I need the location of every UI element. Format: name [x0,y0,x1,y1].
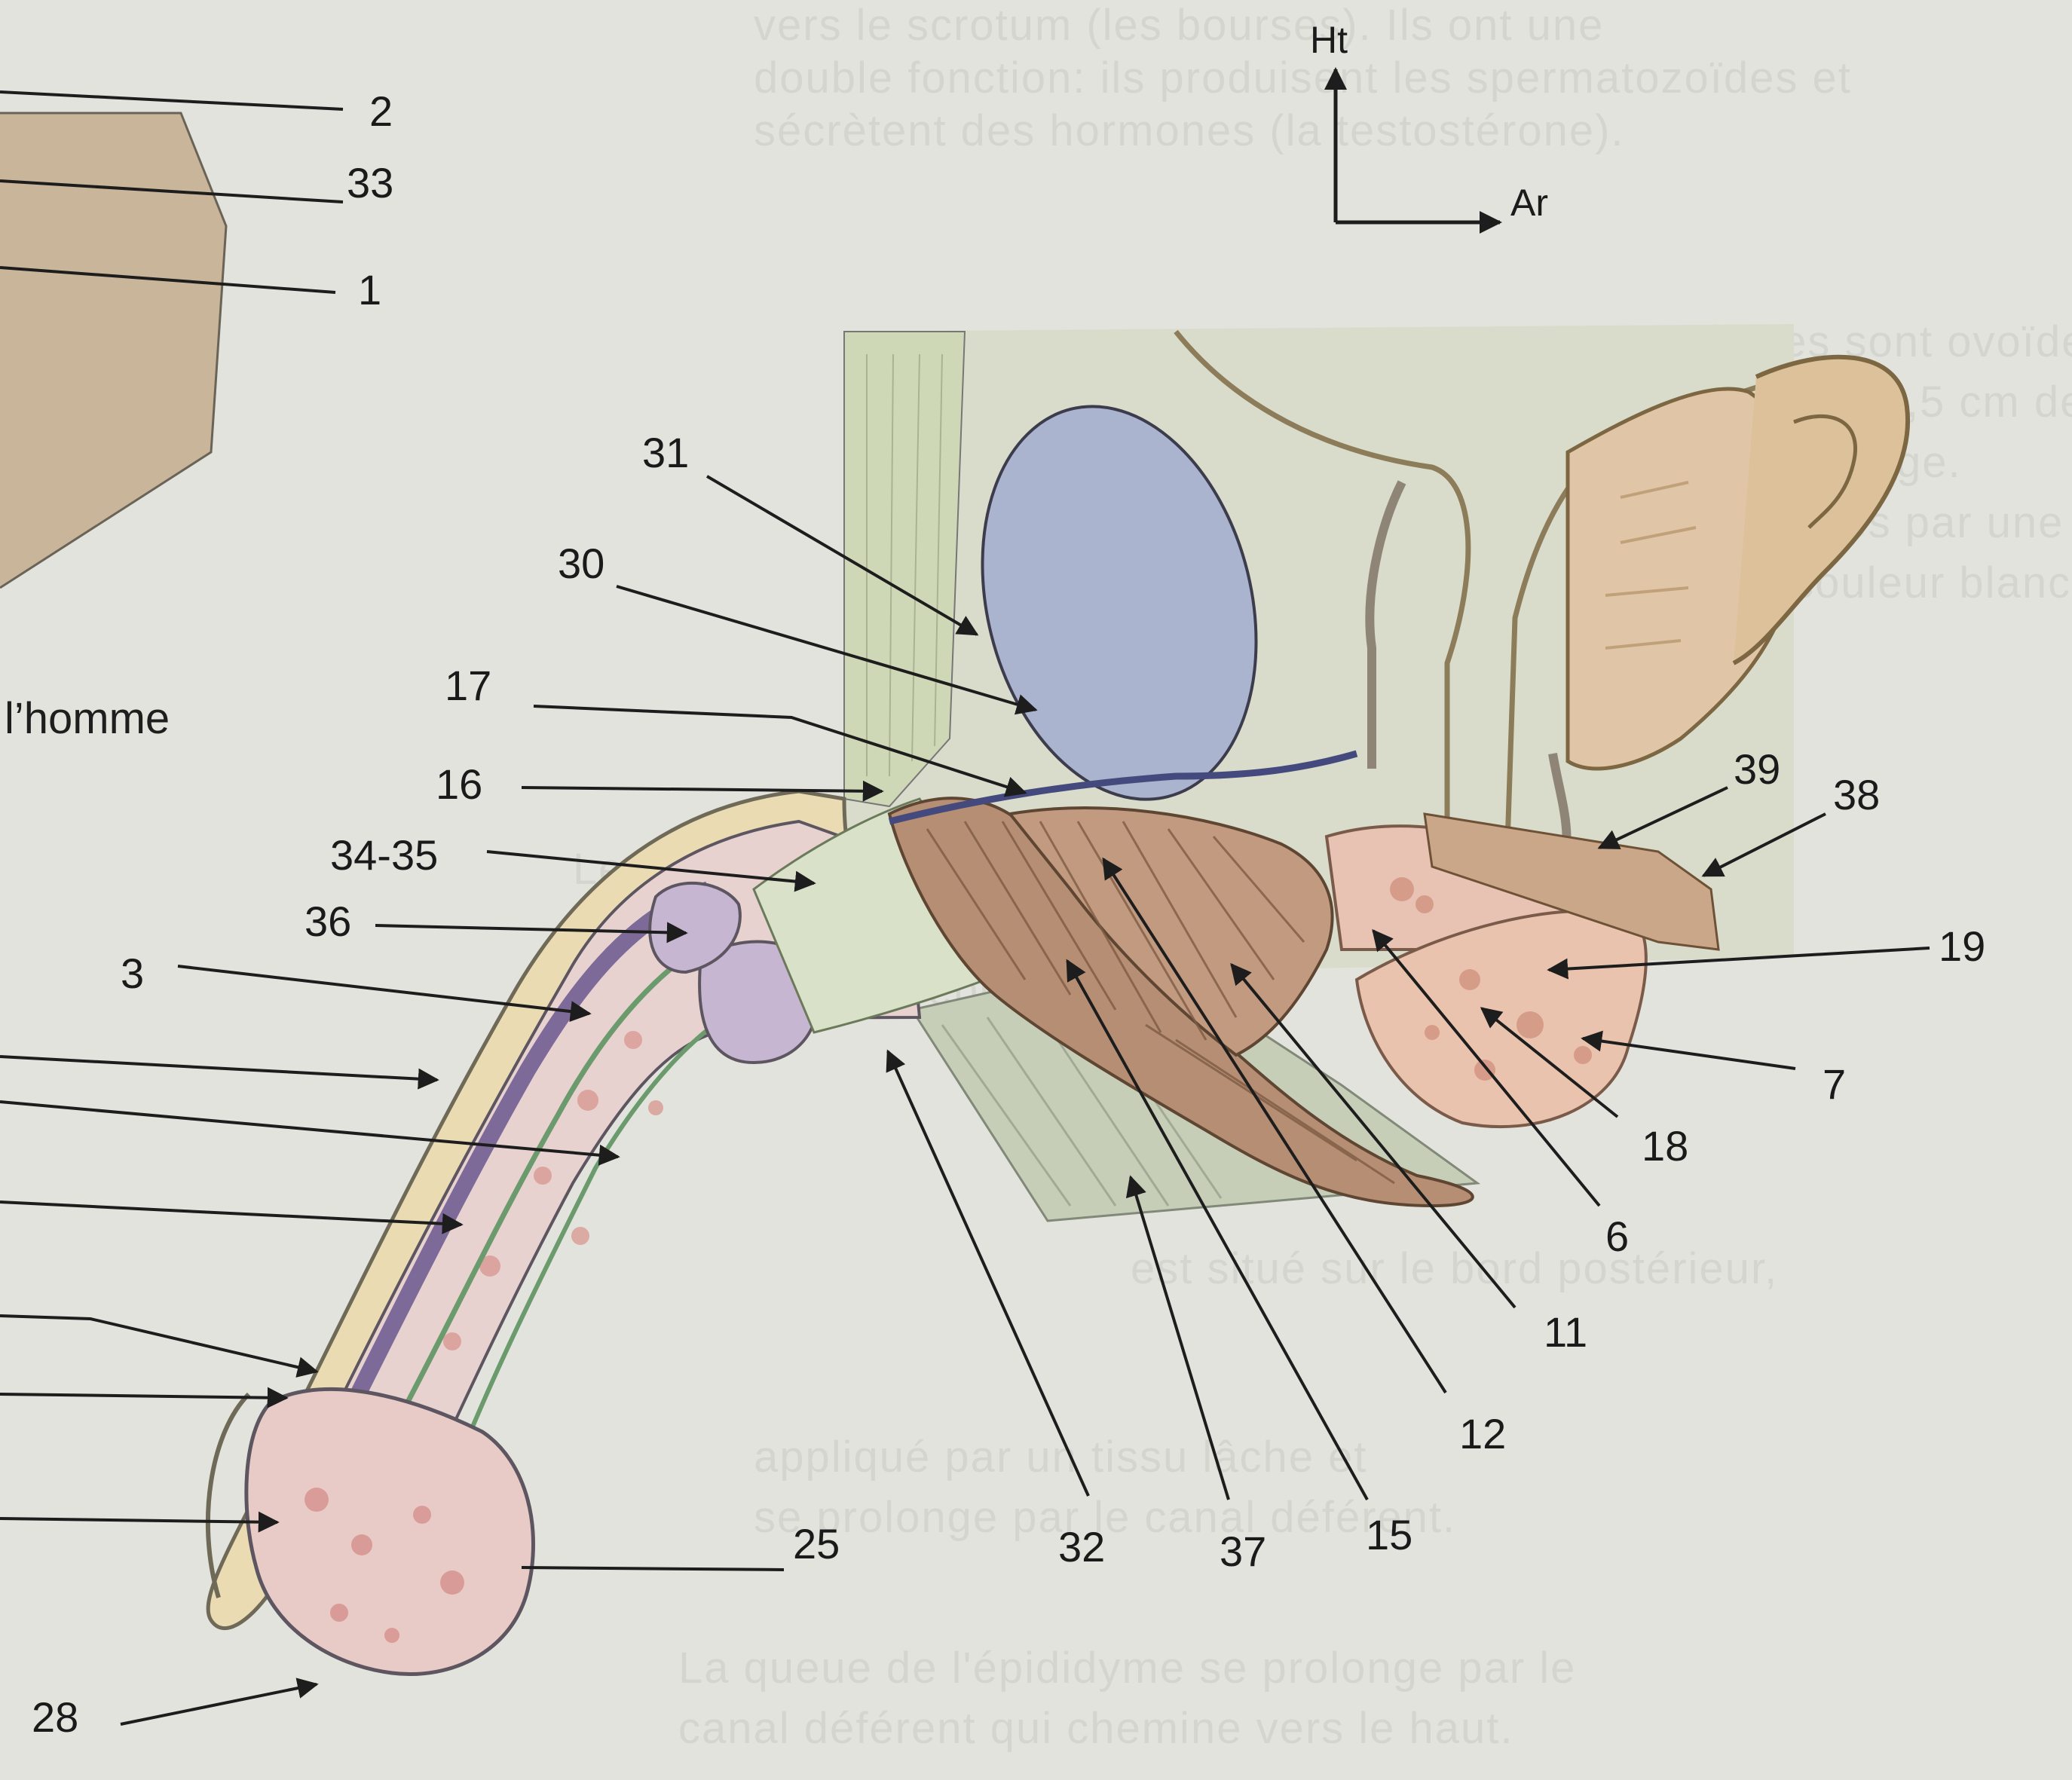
callout-36: 36 [305,898,351,945]
callout-39: 39 [1734,745,1780,793]
callout-30: 30 [558,540,604,587]
callout-25: 25 [793,1520,840,1567]
leader-line-11 [1230,962,1517,1309]
callout-7: 7 [1823,1060,1846,1108]
leader-line-25 [521,1566,785,1571]
callout-32: 32 [1058,1523,1105,1570]
leader-line-1 [0,266,336,294]
leader-line-7 [1581,1030,1796,1070]
axis-label-back: Ar [1510,182,1548,224]
callout-34-35: 34-35 [330,831,438,879]
prepuce [205,1392,251,1598]
callout-33: 33 [347,159,393,206]
leader-line-36 [375,922,688,944]
callout-15: 15 [1366,1511,1412,1558]
leader-line-33 [0,179,344,203]
glans [244,1387,535,1676]
leader-line-edge-e [0,1387,289,1408]
leader-line-12 [1102,857,1447,1394]
leader-line-31 [705,475,979,636]
leader-line-32 [886,1049,1090,1497]
leader-line-16 [521,780,884,802]
leader-line-edge-b [0,1100,620,1166]
leader-line-3 [177,965,592,1023]
callout-18: 18 [1642,1122,1688,1170]
leader-line-30 [616,585,1038,715]
leader-line-2 [0,90,344,111]
leader-line-39 [1597,786,1728,849]
leader-line-edge-d [0,1314,319,1378]
callout-17: 17 [445,662,491,709]
previous-figure-fragment [0,113,226,588]
section-label: l’homme [5,694,170,743]
leader-line-28 [120,1678,319,1726]
dorsal-vein [888,750,1358,825]
callout-16: 16 [436,760,482,808]
callout-37: 37 [1220,1528,1266,1575]
callout-12: 12 [1459,1410,1506,1457]
pubic-symphysis [981,405,1258,801]
leader-line-6 [1372,928,1601,1207]
leader-line-37 [1125,1175,1230,1500]
leader-line-18 [1480,1007,1619,1118]
leader-line-15 [1066,959,1369,1500]
bulbospongiosus-muscle [1007,806,1334,1057]
abdominal-wall [843,331,966,808]
callout-11: 11 [1544,1308,1587,1356]
callout-3: 3 [121,950,144,997]
callout-6: 6 [1605,1213,1629,1260]
callout-19: 19 [1939,922,1985,970]
callout-1: 1 [358,266,381,313]
callout-2: 2 [369,87,393,135]
tendon [1423,812,1720,951]
epididymis-coil [1732,354,1911,665]
corpus-cavernosum-stripe [339,881,712,1421]
axis-label-up: Ht [1310,19,1348,61]
leader-line-19 [1547,947,1930,980]
leader-line-edge-f [0,1511,280,1533]
callout-38: 38 [1833,771,1880,818]
callout-31: 31 [642,429,689,476]
leader-line-17 [533,705,1027,797]
leader-line-edge-c [0,1200,464,1234]
callout-28: 28 [32,1693,78,1741]
leader-line-38 [1701,812,1826,877]
leader-line-edge-a [0,1055,439,1090]
leader-line-34-35 [486,850,816,892]
